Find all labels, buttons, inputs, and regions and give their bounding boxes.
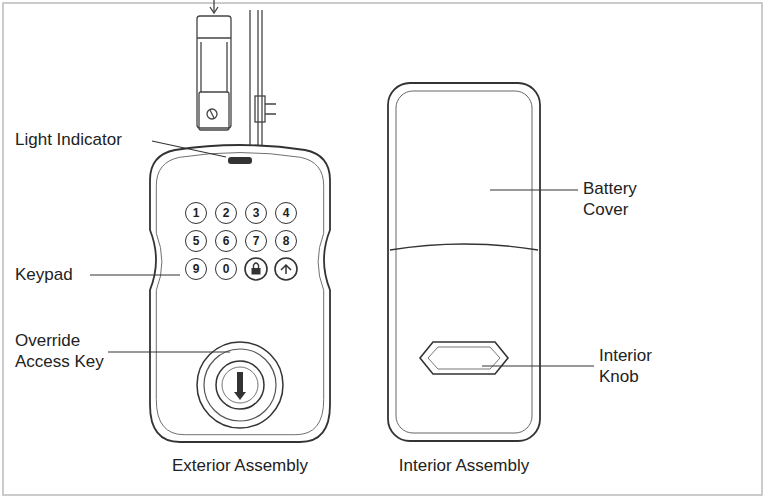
part-label: Override Access Key xyxy=(15,330,115,372)
key-digit: 2 xyxy=(223,207,230,219)
keypad-button: 3 xyxy=(245,202,267,224)
part-label: Battery Cover xyxy=(583,178,663,220)
keypad-button: 2 xyxy=(215,202,237,224)
keypad-button: 5 xyxy=(185,230,207,252)
key-digit: 6 xyxy=(223,235,230,247)
part-label: Light Indicator xyxy=(15,129,155,150)
key-digit: 9 xyxy=(193,263,200,275)
light-indicator xyxy=(228,157,252,164)
keypad-button: 1 xyxy=(185,202,207,224)
key-digit: 3 xyxy=(253,207,260,219)
key-digit: 0 xyxy=(223,263,230,275)
key-digit: 8 xyxy=(283,235,290,247)
frame xyxy=(3,3,762,495)
keypad-button: 7 xyxy=(245,230,267,252)
latch-drawing xyxy=(197,0,276,155)
keypad-button: 4 xyxy=(275,202,297,224)
part-label: Interior Knob xyxy=(599,345,684,387)
keypad-button: 8 xyxy=(275,230,297,252)
key-digit: 7 xyxy=(253,235,260,247)
key-digit: 5 xyxy=(193,235,200,247)
keypad-button: 6 xyxy=(215,230,237,252)
key-digit: 1 xyxy=(193,207,200,219)
part-label: Exterior Assembly xyxy=(140,455,340,476)
interior-assembly xyxy=(388,83,540,441)
exterior-assembly xyxy=(150,145,330,442)
leader-lines xyxy=(90,141,594,366)
keypad-button: 9 xyxy=(185,258,207,280)
keypad-button: 0 xyxy=(215,258,237,280)
part-label: Interior Assembly xyxy=(364,455,564,476)
key-digit: 4 xyxy=(283,207,290,219)
part-label: Keypad xyxy=(15,264,95,285)
